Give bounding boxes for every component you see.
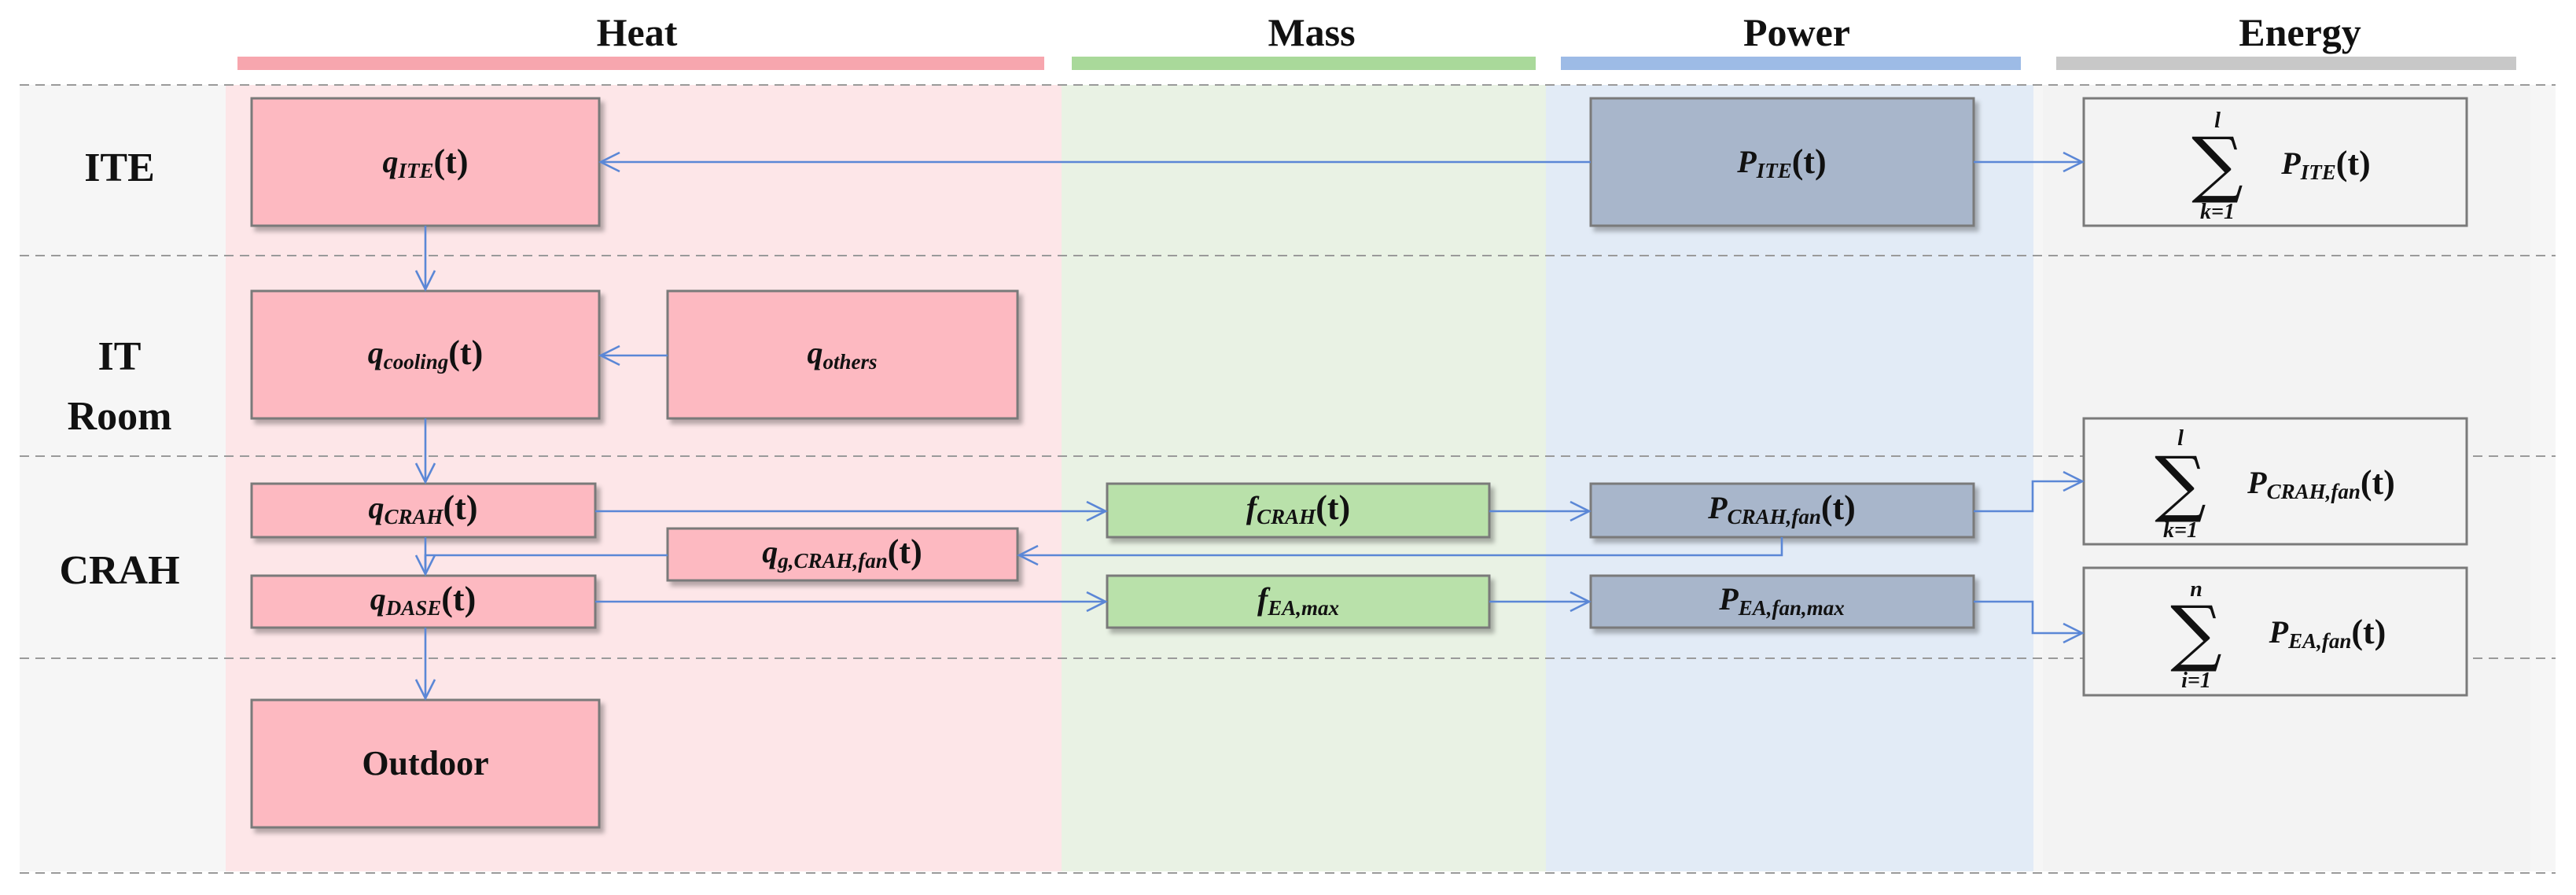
- svg-text:k=1: k=1: [2200, 200, 2235, 224]
- svg-text:PCRAH,fan(t): PCRAH,fan(t): [2247, 463, 2395, 503]
- node-q-ite: qITE(t): [250, 97, 601, 227]
- node-p-crah-fan: PCRAH,fan(t): [1589, 482, 1975, 539]
- svg-text:PCRAH,fan(t): PCRAH,fan(t): [1707, 488, 1856, 529]
- mass-column-header: Mass: [1268, 10, 1355, 54]
- svg-text:∑: ∑: [2155, 441, 2206, 525]
- svg-text:l: l: [2177, 426, 2184, 451]
- node-q-others: qothers: [666, 289, 1019, 420]
- svg-text:PEA,fan(t): PEA,fan(t): [2269, 613, 2386, 653]
- svg-text:qCRAH(t): qCRAH(t): [369, 488, 478, 529]
- mass-column-bg: [1062, 85, 1546, 871]
- node-q-dase: qDASE(t): [250, 574, 597, 629]
- energy-header-bar: [2056, 57, 2516, 70]
- row-label-it-room-line2: Room: [68, 394, 172, 439]
- mass-header-bar: [1072, 57, 1536, 70]
- connectors: [414, 151, 2085, 701]
- svg-text:qothers: qothers: [807, 335, 877, 374]
- svg-text:i=1: i=1: [2181, 668, 2211, 693]
- svg-text:∑: ∑: [2170, 591, 2222, 675]
- svg-text:PEA,fan,max: PEA,fan,max: [1718, 581, 1844, 620]
- arrow-p-ea-fan-max-to-energy: [1974, 600, 2085, 644]
- node-p-ea-fan-max: PEA,fan,max: [1589, 574, 1975, 629]
- node-outdoor: Outdoor: [250, 698, 601, 829]
- power-column-header: Power: [1743, 10, 1850, 54]
- svg-text:qDASE(t): qDASE(t): [370, 580, 477, 620]
- row-label-crah: CRAH: [59, 548, 179, 593]
- svg-text:l: l: [2214, 109, 2221, 133]
- node-f-ea-max: fEA,max: [1106, 574, 1491, 629]
- svg-text:k=1: k=1: [2163, 518, 2198, 543]
- node-q-crah: qCRAH(t): [250, 482, 597, 539]
- svg-text:n: n: [2190, 577, 2202, 602]
- node-q-cooling: qcooling(t): [250, 289, 601, 420]
- heat-header-bar: [237, 57, 1044, 70]
- power-header-bar: [1561, 57, 2021, 70]
- row-label-ite: ITE: [84, 145, 155, 190]
- node-f-crah: fCRAH(t): [1106, 482, 1491, 539]
- row-label-it-room-line1: IT: [98, 334, 142, 379]
- svg-text:qg,CRAH,fan(t): qg,CRAH,fan(t): [762, 532, 922, 573]
- svg-text:fCRAH(t): fCRAH(t): [1246, 488, 1350, 529]
- node-p-ite: PITE(t): [1589, 97, 1975, 227]
- svg-text:PITE(t): PITE(t): [1736, 142, 1826, 182]
- node-energy-ite: l ∑ k=1 PITE(t): [2082, 97, 2468, 227]
- svg-text:qITE(t): qITE(t): [383, 142, 469, 182]
- svg-text:∑: ∑: [2191, 122, 2243, 206]
- svg-text:fEA,max: fEA,max: [1257, 581, 1339, 620]
- arrow-p-crah-fan-to-q-g-crah-fan: [1017, 537, 1783, 566]
- svg-text:Outdoor: Outdoor: [362, 744, 488, 783]
- node-energy-ea-fan: n ∑ i=1 PEA,fan(t): [2082, 566, 2468, 697]
- energy-column-header: Energy: [2239, 10, 2361, 54]
- node-energy-crah-fan: l ∑ k=1 PCRAH,fan(t): [2082, 417, 2468, 546]
- svg-text:PITE(t): PITE(t): [2280, 144, 2370, 184]
- arrow-p-crah-fan-to-energy: [1974, 470, 2085, 513]
- heat-column-header: Heat: [597, 10, 678, 54]
- node-q-g-crah-fan: qg,CRAH,fan(t): [666, 527, 1019, 582]
- svg-text:qcooling(t): qcooling(t): [368, 333, 483, 374]
